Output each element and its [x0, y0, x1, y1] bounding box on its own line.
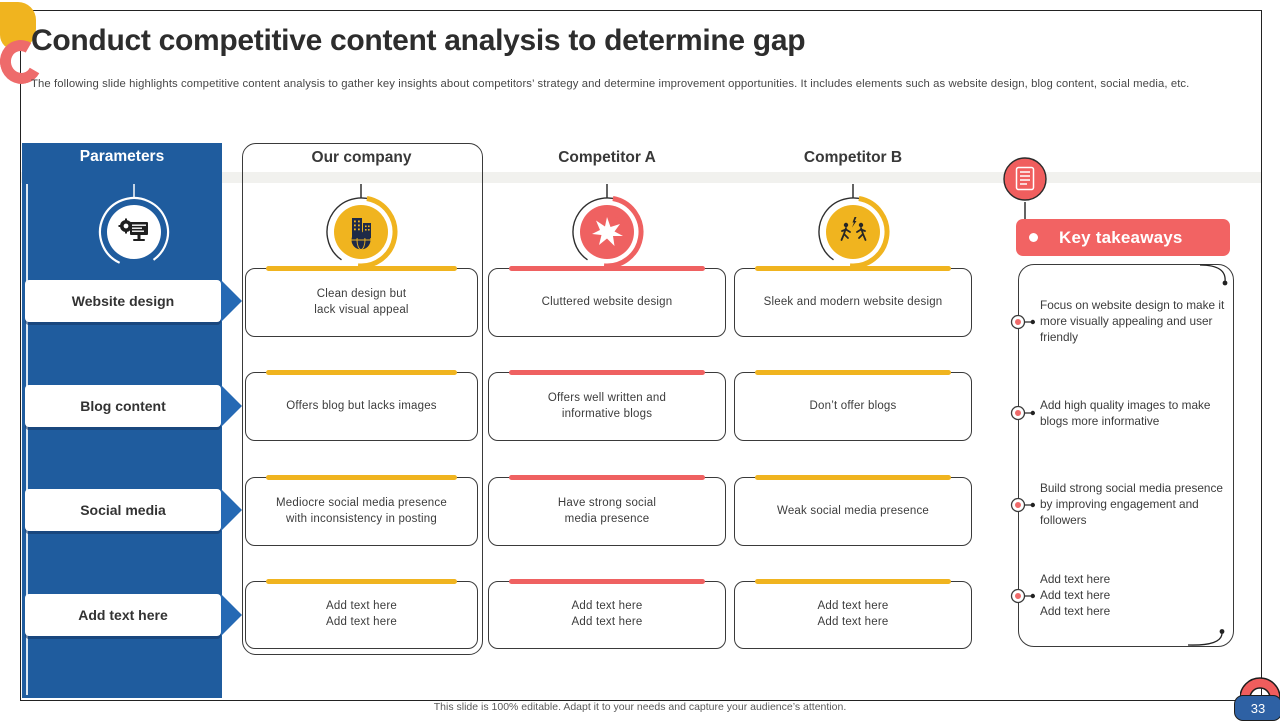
cell-text: Weak social media presence [776, 504, 929, 517]
parameters-header: Parameters [79, 148, 165, 165]
cell-text: Offers blog but lacks images [286, 399, 437, 412]
row-arrow [221, 385, 242, 427]
takeaway-marker [1010, 497, 1035, 513]
takeaway-marker [1010, 314, 1035, 330]
cell-accent-bar [266, 579, 457, 584]
footer-note: This slide is 100% editable. Adapt it to… [433, 701, 847, 713]
cell-accent-bar [266, 475, 457, 480]
cell-accent-bar [755, 579, 951, 584]
table-cell: Cluttered website design [488, 266, 726, 337]
key-takeaways-title: Key takeaways [1059, 227, 1183, 247]
page-number-badge: 33 [1234, 695, 1280, 721]
cell-accent-bar [755, 370, 951, 375]
header-divider-strip [21, 172, 1261, 183]
cell-accent-bar [509, 370, 705, 375]
cell-text: Cluttered website design [541, 295, 673, 308]
table-cell: Weak social media presence [734, 475, 972, 546]
column-header-competitor-b: Competitor B [803, 149, 903, 166]
page-decoration-arc [1240, 677, 1280, 698]
takeaways-box-curl-bottom [1187, 629, 1225, 646]
cell-text: Offers well written and informative blog… [547, 391, 667, 420]
building-icon [324, 184, 398, 269]
cell-accent-bar [266, 266, 457, 271]
takeaway-item: Add text here Add text here Add text her… [1040, 572, 1111, 618]
takeaway-item: Focus on website design to make it more … [1040, 298, 1225, 344]
row-arrow [221, 489, 242, 531]
row-arrow [221, 594, 242, 636]
monitor-gear-icon [98, 184, 170, 268]
cell-accent-bar [266, 370, 457, 375]
cell-text: Mediocre social media presence with inco… [276, 496, 447, 525]
row-arrow [221, 280, 242, 322]
cell-text: Add text here Add text here [325, 600, 397, 628]
table-cell: Add text here Add text here [245, 579, 478, 649]
cell-text: Clean design but lack visual appeal [314, 287, 409, 316]
cell-text: Sleek and modern website design [763, 295, 943, 308]
table-cell: Mediocre social media presence with inco… [245, 475, 478, 546]
cell-accent-bar [509, 579, 705, 584]
slide-title: Conduct competitive content analysis to … [31, 24, 806, 57]
takeaways-box-curl-top [1199, 264, 1228, 286]
row-label-social-media: Social media [25, 489, 221, 531]
slide-subtitle: The following slide highlights competiti… [31, 78, 1190, 90]
key-takeaways-banner: Key takeaways [1016, 219, 1230, 256]
takeaway-item: Build strong social media presence by im… [1040, 481, 1223, 527]
parameters-column-inner-line [26, 184, 28, 695]
table-cell: Clean design but lack visual appeal [245, 266, 478, 337]
takeaways-box [1018, 264, 1234, 647]
table-cell: Sleek and modern website design [734, 266, 972, 337]
cell-accent-bar [509, 266, 705, 271]
burst-icon [570, 184, 644, 269]
cell-accent-bar [755, 266, 951, 271]
banner-bullet-dot [1029, 233, 1038, 242]
table-cell: Have strong social media presence [488, 475, 726, 546]
table-cell: Don’t offer blogs [734, 370, 972, 441]
takeaway-marker [1010, 588, 1035, 604]
takeaway-marker [1010, 405, 1035, 421]
column-header-competitor-a: Competitor A [558, 149, 656, 166]
cell-text: Add text here Add text here [817, 600, 889, 628]
row-label-blog-content: Blog content [25, 385, 221, 427]
cell-text: Have strong social media presence [557, 496, 657, 525]
our-company-column-outline [242, 143, 483, 655]
table-cell: Add text here Add text here [488, 579, 726, 649]
decoration-yellow-shape [0, 2, 36, 50]
row-label-add-text: Add text here [25, 594, 221, 636]
takeaway-item: Add high quality images to make blogs mo… [1040, 398, 1211, 428]
table-cell: Offers well written and informative blog… [488, 370, 726, 441]
table-cell: Add text here Add text here [734, 579, 972, 649]
table-cell: Offers blog but lacks images [245, 370, 478, 441]
cell-accent-bar [755, 475, 951, 480]
row-label-website-design: Website design [25, 280, 221, 322]
notepad-icon [1003, 157, 1047, 201]
cell-text: Don’t offer blogs [809, 399, 897, 412]
cell-text: Add text here Add text here [571, 600, 643, 628]
cell-accent-bar [509, 475, 705, 480]
competition-icon [816, 184, 890, 269]
column-header-our-company: Our company [311, 149, 412, 166]
